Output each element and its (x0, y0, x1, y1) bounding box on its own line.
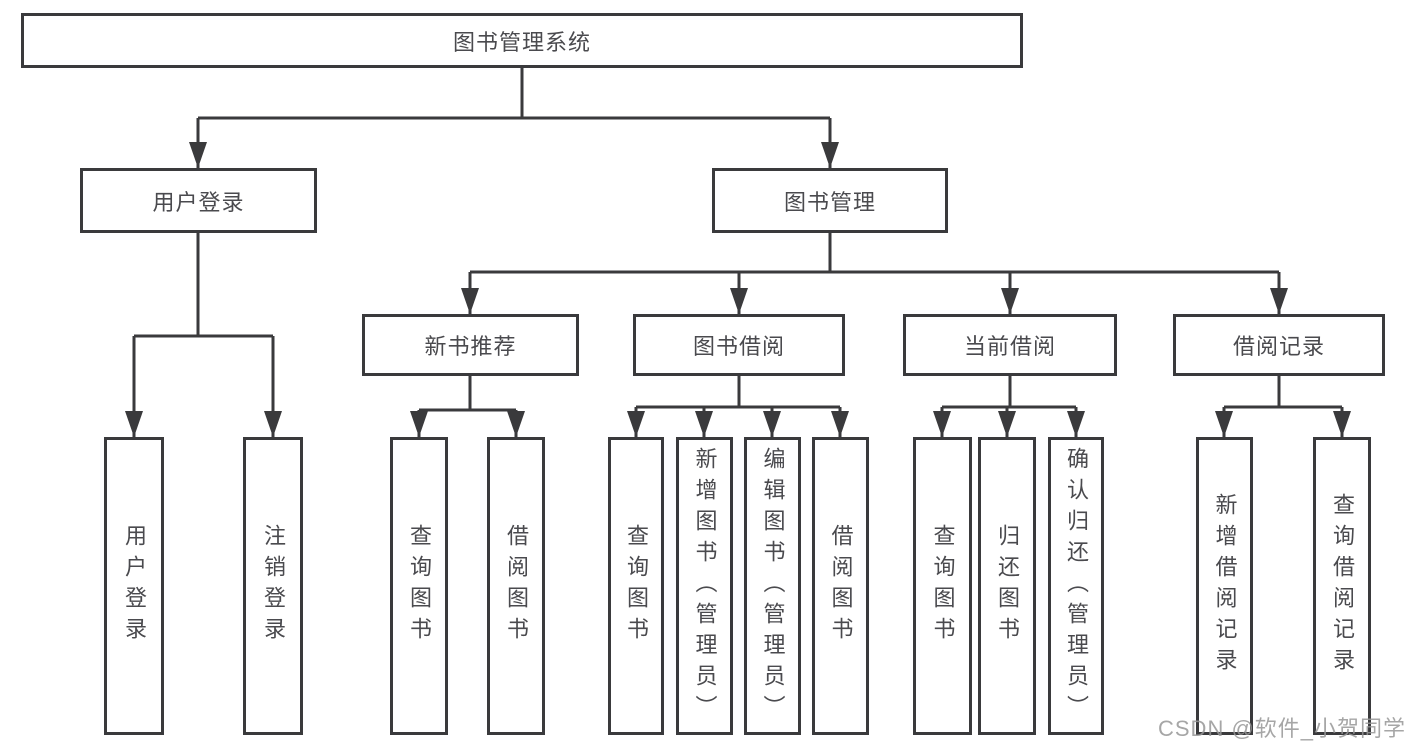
leaf-user-login-label: 用户登录 (122, 524, 147, 648)
arrow-down-icon (763, 411, 781, 437)
node-current-borrow-label: 当前借阅 (963, 334, 1056, 359)
arrow-down-icon (1215, 411, 1233, 437)
node-new-book-recommend-label: 新书推荐 (424, 334, 517, 359)
leaf-borrow-books-recommend: 借阅图书 (487, 437, 545, 735)
arrow-down-icon (998, 411, 1016, 437)
connector-user-login (132, 233, 275, 437)
leaf-query-books-recommend: 查询图书 (390, 437, 448, 735)
node-borrow-records-label: 借阅记录 (1232, 334, 1325, 359)
arrow-down-icon (730, 288, 748, 314)
connector-borrow-records (1222, 376, 1344, 437)
node-user-login-label: 用户登录 (152, 189, 245, 215)
node-book-management-label: 图书管理 (783, 189, 876, 215)
leaf-confirm-return-admin-label: 确认归还（管理员） (1064, 446, 1089, 726)
leaf-return-book: 归还图书 (978, 437, 1036, 735)
arrow-down-icon (410, 411, 428, 437)
leaf-edit-book-admin-label: 编辑图书（管理员） (760, 446, 786, 726)
connector-book-management (468, 233, 1281, 314)
node-book-borrow-label: 图书借阅 (692, 334, 785, 359)
csdn-watermark: CSDN @软件_小贺同学 (1158, 716, 1405, 741)
arrow-down-icon (821, 142, 839, 168)
leaf-logout: 注销登录 (243, 437, 303, 735)
leaf-query-books-current: 查询图书 (913, 437, 972, 735)
leaf-confirm-return-admin: 确认归还（管理员） (1048, 437, 1104, 735)
node-current-borrow: 当前借阅 (903, 314, 1117, 376)
node-new-book-recommend: 新书推荐 (362, 314, 579, 376)
leaf-user-login: 用户登录 (104, 437, 164, 735)
leaf-query-books-borrow: 查询图书 (608, 437, 664, 735)
arrow-down-icon (125, 411, 143, 437)
arrow-down-icon (1067, 411, 1085, 437)
node-root-label: 图书管理系统 (452, 29, 591, 55)
arrow-down-icon (507, 411, 525, 437)
leaf-edit-book-admin: 编辑图书（管理员） (744, 437, 801, 735)
connector-book-borrow (634, 376, 842, 437)
leaf-query-books-borrow-label: 查询图书 (624, 524, 649, 648)
node-book-borrow: 图书借阅 (633, 314, 845, 376)
arrowheads (125, 142, 1351, 437)
arrow-down-icon (189, 142, 207, 168)
arrow-down-icon (627, 411, 645, 437)
arrow-down-icon (461, 288, 479, 314)
arrow-down-icon (831, 411, 849, 437)
leaf-query-borrow-record: 查询借阅记录 (1313, 437, 1371, 735)
arrow-down-icon (1001, 288, 1019, 314)
node-root: 图书管理系统 (21, 13, 1023, 68)
leaf-add-book-admin-label: 新增图书（管理员） (692, 446, 718, 726)
node-user-login: 用户登录 (80, 168, 317, 233)
arrow-down-icon (1270, 288, 1288, 314)
leaf-add-borrow-record-label: 新增借阅记录 (1212, 493, 1238, 679)
arrow-down-icon (933, 411, 951, 437)
connector-root (196, 68, 832, 168)
leaf-add-book-admin: 新增图书（管理员） (676, 437, 733, 735)
arrow-down-icon (1333, 411, 1351, 437)
connector-new-book-recommend (417, 376, 518, 437)
node-book-management: 图书管理 (712, 168, 948, 233)
leaf-query-books-current-label: 查询图书 (930, 524, 956, 648)
leaf-logout-label: 注销登录 (261, 524, 286, 648)
arrow-down-icon (264, 411, 282, 437)
leaf-add-borrow-record: 新增借阅记录 (1196, 437, 1253, 735)
leaf-borrow-books-label: 借阅图书 (828, 524, 854, 648)
leaf-query-books-recommend-label: 查询图书 (407, 524, 432, 648)
leaf-return-book-label: 归还图书 (995, 524, 1020, 648)
leaf-query-borrow-record-label: 查询借阅记录 (1330, 493, 1355, 679)
leaf-borrow-books-recommend-label: 借阅图书 (504, 524, 529, 648)
node-borrow-records: 借阅记录 (1173, 314, 1385, 376)
arrow-down-icon (695, 411, 713, 437)
leaf-borrow-books: 借阅图书 (812, 437, 869, 735)
